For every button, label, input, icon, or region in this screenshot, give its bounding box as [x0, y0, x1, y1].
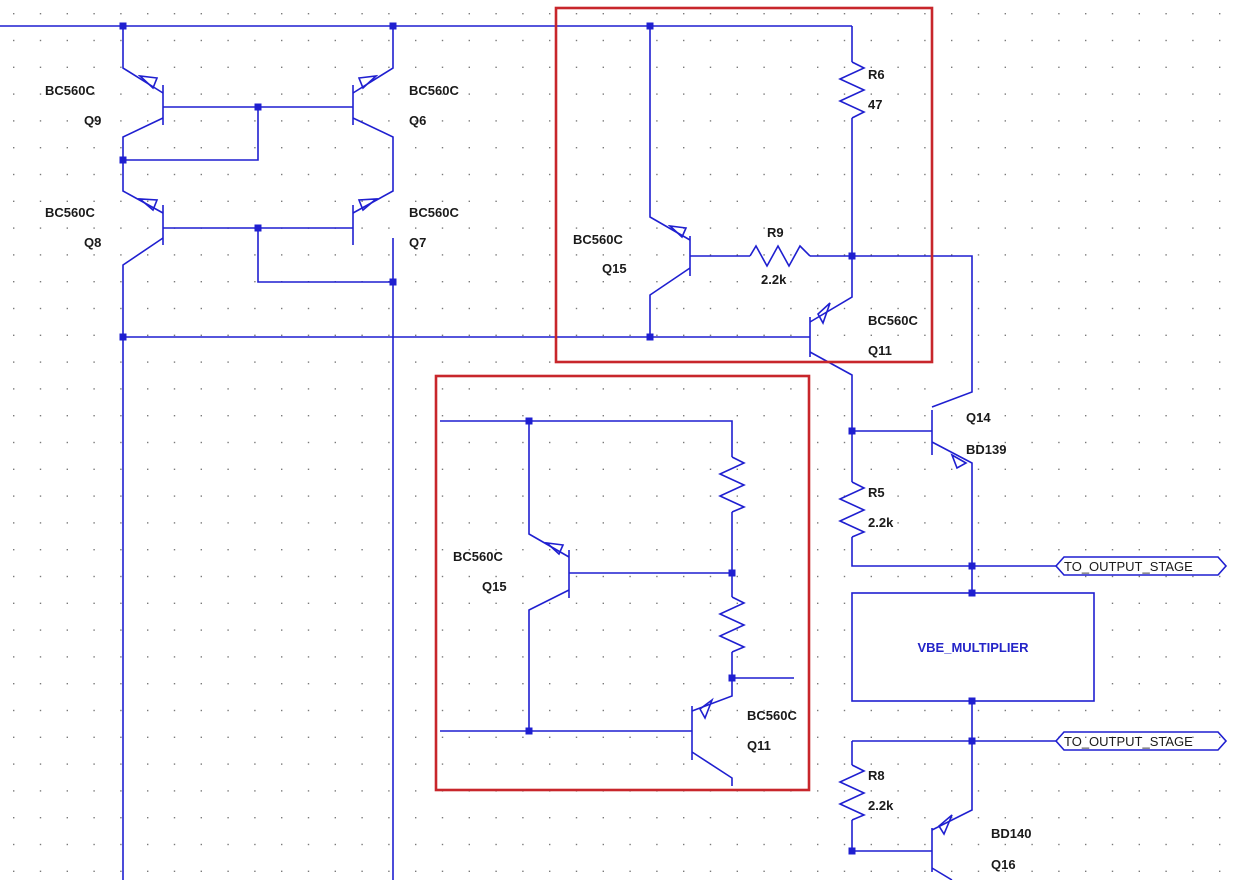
r8-ref-label: R8	[868, 768, 885, 783]
junction-dot	[119, 22, 127, 30]
net-flag-to-output-stage-1[interactable]	[1054, 556, 1228, 576]
wires	[0, 25, 1056, 880]
junction-dot	[525, 417, 533, 425]
r6-ref-label: R6	[868, 67, 885, 82]
junction-dot	[646, 333, 654, 341]
junction-dot	[728, 569, 736, 577]
junction-dot	[728, 674, 736, 682]
r6-value-label: 47	[868, 97, 882, 112]
net-flag-to-output-stage-2[interactable]	[1054, 731, 1228, 751]
net-label-1: TO_OUTPUT_STAGE	[1064, 559, 1193, 574]
junction-dot	[968, 589, 976, 597]
junction-dot	[254, 224, 262, 232]
q16-ref-label: Q16	[991, 857, 1016, 872]
vbe-multiplier-block[interactable]	[851, 592, 1095, 702]
highlight-box-inset	[434, 374, 811, 792]
junction-dot	[525, 727, 533, 735]
grid-dots	[13, 13, 1221, 872]
transistor-symbols	[137, 74, 968, 872]
q9-ref-label: Q9	[84, 113, 101, 128]
q9-part-label: BC560C	[45, 83, 95, 98]
q15-ref-label: Q15	[602, 261, 627, 276]
junction-dots	[119, 22, 976, 855]
junction-dot	[119, 156, 127, 164]
junction-dot	[848, 252, 856, 260]
junction-dot	[254, 103, 262, 111]
q8-part-label: BC560C	[45, 205, 95, 220]
q14-part-label: BD139	[966, 442, 1006, 457]
q14-ref-label: Q14	[966, 410, 991, 425]
junction-dot	[389, 278, 397, 286]
q11-ref-label: Q11	[868, 343, 892, 358]
junction-dot	[848, 427, 856, 435]
inset-q11-ref-label: Q11	[747, 738, 771, 753]
vbe-multiplier-label: VBE_MULTIPLIER	[918, 640, 1030, 655]
q16-part-label: BD140	[991, 826, 1031, 841]
r5-value-label: 2.2k	[868, 515, 894, 530]
junction-dot	[119, 333, 127, 341]
r9-ref-label: R9	[767, 225, 784, 240]
q6-ref-label: Q6	[409, 113, 426, 128]
component-labels: BC560C Q9 BC560C Q6 BC560C Q8 BC560C Q7 …	[45, 67, 1193, 872]
resistor-symbols	[718, 61, 866, 821]
q6-part-label: BC560C	[409, 83, 459, 98]
junction-dot	[968, 697, 976, 705]
r9-value-label: 2.2k	[761, 272, 787, 287]
net-label-2: TO_OUTPUT_STAGE	[1064, 734, 1193, 749]
inset-q15-part-label: BC560C	[453, 549, 503, 564]
q11-part-label: BC560C	[868, 313, 918, 328]
inset-q11-part-label: BC560C	[747, 708, 797, 723]
r5-ref-label: R5	[868, 485, 885, 500]
q7-ref-label: Q7	[409, 235, 426, 250]
inset-q15-ref-label: Q15	[482, 579, 507, 594]
junction-dot	[389, 22, 397, 30]
junction-dot	[848, 847, 856, 855]
r8-value-label: 2.2k	[868, 798, 894, 813]
junction-dot	[646, 22, 654, 30]
junction-dot	[968, 737, 976, 745]
junction-dot	[968, 562, 976, 570]
q7-part-label: BC560C	[409, 205, 459, 220]
q15-part-label: BC560C	[573, 232, 623, 247]
q8-ref-label: Q8	[84, 235, 101, 250]
highlight-box-top	[554, 6, 934, 364]
